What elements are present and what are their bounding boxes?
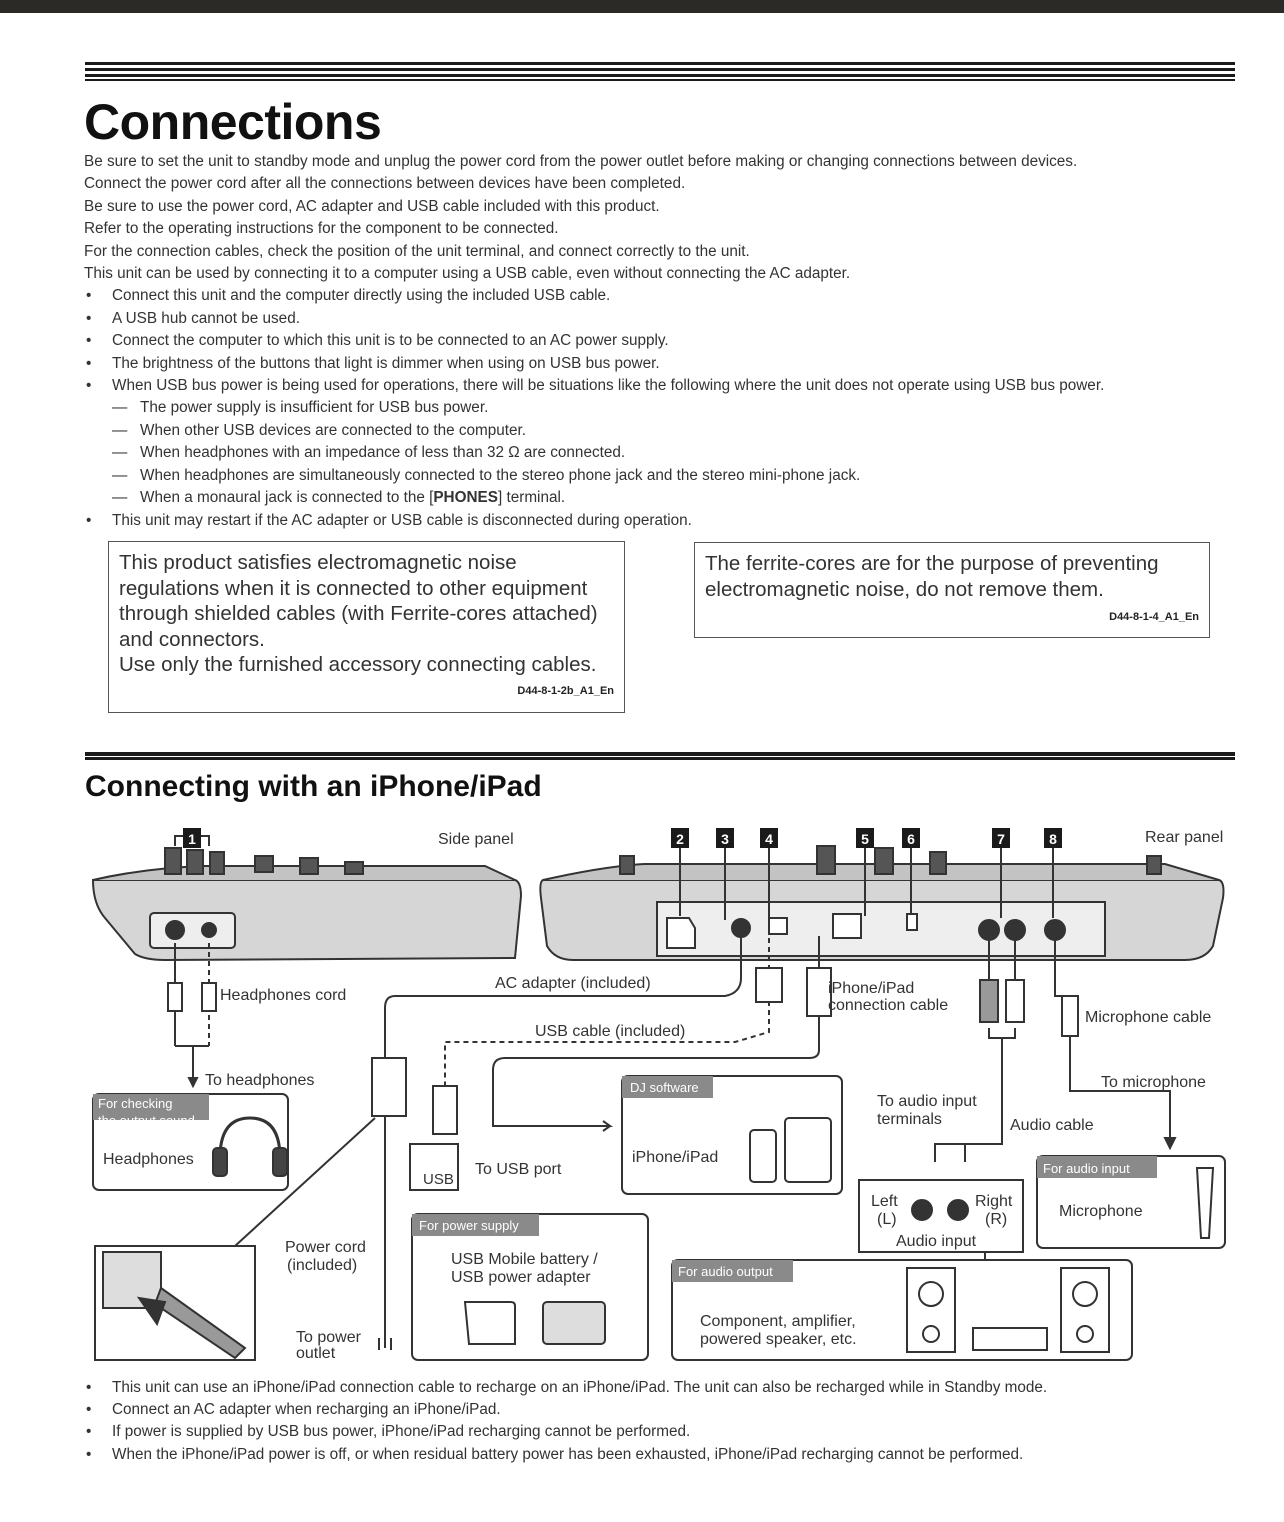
power-cord-label: Power cord (285, 1239, 366, 1256)
ac-adapter-label: AC adapter (included) (495, 975, 651, 992)
ferrite-notice-box: The ferrite-cores are for the purpose of… (694, 542, 1210, 638)
usb-port-label: USB (423, 1171, 454, 1188)
iphone-icon (749, 1129, 777, 1183)
number-5: 5 (861, 831, 869, 847)
bullet-item: A USB hub cannot be used. (84, 308, 1244, 331)
top-bar (0, 0, 1284, 13)
note-item: Connect an AC adapter when recharging an… (84, 1399, 1244, 1421)
connection-diagram: 1 2 3 4 5 6 7 8 Side panel Rear panel He… (91, 828, 1226, 1362)
bullet-item: This unit may restart if the AC adapter … (84, 510, 1244, 533)
iphone-ipad-label: iPhone/iPad (632, 1149, 718, 1166)
to-audio-input-label: To audio input (877, 1093, 977, 1110)
to-headphones-label: To headphones (205, 1072, 314, 1089)
to-power-label: To power (296, 1329, 362, 1346)
ac-adapter (371, 1057, 407, 1117)
section-title: Connecting with an iPhone/iPad (85, 770, 542, 803)
mic-cable-label: Microphone cable (1085, 1009, 1211, 1026)
notice-line: This product satisfies electromagnetic n… (119, 551, 517, 574)
number-7: 7 (997, 831, 1005, 847)
intro-line: Connect the power cord after all the con… (84, 175, 686, 193)
number-4: 4 (765, 831, 773, 847)
iphone-cable-label: connection cable (828, 997, 948, 1014)
to-microphone-label: To microphone (1101, 1074, 1206, 1091)
usb-battery-label: USB power adapter (451, 1269, 591, 1286)
page-title: Connections (84, 94, 382, 150)
sub-bullet-item-phones: When a monaural jack is connected to the… (84, 487, 1244, 510)
notice-line: electromagnetic noise, do not remove the… (705, 577, 1104, 601)
note-item: This unit can use an iPhone/iPad connect… (84, 1377, 1244, 1399)
note-item: If power is supplied by USB bus power, i… (84, 1421, 1244, 1443)
usb-cable-label: USB cable (included) (535, 1023, 685, 1040)
sub-bullet-item: When headphones with an impedance of les… (84, 442, 1244, 465)
microphone-label: Microphone (1059, 1203, 1143, 1220)
bullet-item: Connect the computer to which this unit … (84, 330, 1244, 353)
component-label: Component, amplifier, (700, 1313, 856, 1330)
emc-notice-text: This product satisfies electromagnetic n… (119, 550, 598, 678)
intro-line: This unit can be used by connecting it t… (84, 265, 851, 283)
notice-line: The ferrite-cores are for the purpose of… (705, 552, 1159, 575)
to-usb-port-label: To USB port (475, 1161, 562, 1178)
component-label: powered speaker, etc. (700, 1331, 857, 1348)
audio-input-box (858, 1179, 1024, 1253)
right-label: Right (975, 1193, 1013, 1210)
to-audio-input-label: terminals (877, 1111, 942, 1128)
checking-tag: For checking (98, 1096, 172, 1111)
left-label: Left (871, 1193, 898, 1210)
usb-battery-label: USB Mobile battery / (451, 1251, 598, 1268)
side-panel-label: Side panel (438, 831, 514, 848)
note-item: When the iPhone/iPad power is off, or wh… (84, 1444, 1244, 1466)
headphones-label: Headphones (103, 1151, 194, 1168)
ipad-icon (784, 1117, 832, 1183)
emc-notice-box: This product satisfies electromagnetic n… (108, 541, 625, 713)
headphones-cord-label: Headphones cord (220, 987, 346, 1004)
number-8: 8 (1049, 831, 1057, 847)
intro-line: Be sure to set the unit to standby mode … (84, 153, 1078, 170)
number-3: 3 (721, 831, 729, 847)
number-6: 6 (907, 831, 915, 847)
iphone-cable-label: iPhone/iPad (828, 980, 914, 997)
notice-line: regulations when it is connected to othe… (119, 576, 588, 600)
rear-panel-label: Rear panel (1145, 829, 1223, 846)
number-2: 2 (676, 831, 684, 847)
dj-software-tag: DJ software (630, 1080, 699, 1095)
right-label: (R) (985, 1211, 1007, 1228)
section-rule (85, 752, 1235, 760)
header-rule (85, 62, 1235, 82)
audio-cable-label: Audio cable (1010, 1117, 1094, 1134)
power-cord-label: (included) (287, 1257, 357, 1274)
side-jack-panel (149, 912, 236, 949)
notice-line: through shielded cables (with Ferrite-co… (119, 602, 598, 625)
checking-tag: the output sound (98, 1113, 195, 1128)
sub-bullet-item: When headphones are simultaneously conne… (84, 465, 1244, 488)
intro-line: Be sure to use the power cord, AC adapte… (84, 197, 660, 215)
to-power-label: outlet (296, 1345, 336, 1362)
phones-term: PHONES (433, 489, 498, 507)
ferrite-notice-text: The ferrite-cores are for the purpose of… (705, 551, 1159, 602)
audio-input-tag: For audio input (1043, 1161, 1130, 1176)
notice-line: Use only the furnished accessory connect… (119, 653, 597, 676)
iphone-notes: This unit can use an iPhone/iPad connect… (84, 1377, 1244, 1466)
audio-output-tag: For audio output (678, 1264, 773, 1279)
power-supply-tag: For power supply (419, 1218, 519, 1233)
bullet-item: When USB bus power is being used for ope… (84, 375, 1244, 398)
left-label: (L) (877, 1211, 897, 1228)
notice-code: D44-8-1-4_A1_En (1109, 611, 1199, 623)
sub-bullet-item: The power supply is insufficient for USB… (84, 397, 1244, 420)
number-1: 1 (188, 831, 196, 847)
audio-input-label: Audio input (896, 1233, 977, 1250)
intro-text: Be sure to set the unit to standby mode … (84, 151, 1244, 532)
bullet-item: Connect this unit and the computer direc… (84, 285, 1244, 308)
sub-bullet-item: When other USB devices are connected to … (84, 420, 1244, 443)
intro-line: For the connection cables, check the pos… (84, 242, 750, 260)
notice-code: D44-8-1-2b_A1_En (517, 685, 614, 697)
intro-line: Refer to the operating instructions for … (84, 220, 559, 238)
usb-port-box (409, 1143, 459, 1191)
bullet-item: The brightness of the buttons that light… (84, 353, 1244, 376)
notice-line: and connectors. (119, 627, 265, 651)
